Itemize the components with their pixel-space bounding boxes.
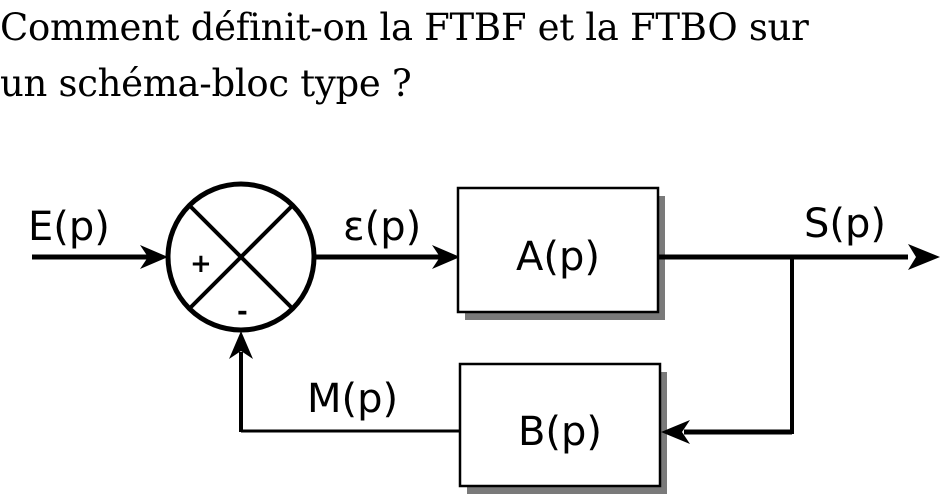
- comparator-cross-line-2: [187, 203, 295, 311]
- plus-sign: +: [190, 249, 212, 279]
- error-arrow-icon: [432, 245, 460, 269]
- minus-sign: -: [237, 297, 248, 327]
- feedback-block-label: B(p): [518, 409, 602, 455]
- measure-arrow-icon: [229, 331, 253, 359]
- feedback-arrow-icon: [661, 420, 690, 444]
- input-label: E(p): [28, 204, 110, 250]
- feedback-block: [458, 362, 662, 488]
- error-label: ε(p): [343, 204, 421, 250]
- output-arrow-icon: [908, 244, 940, 270]
- question-line-1: Comment définit-on la FTBF et la FTBO su…: [0, 6, 809, 49]
- forward-block: [456, 186, 660, 314]
- measure-label: M(p): [307, 376, 398, 422]
- forward-block-label: A(p): [516, 234, 600, 280]
- question-text: Comment définit-on la FTBF et la FTBO su…: [0, 0, 944, 112]
- output-label: S(p): [804, 201, 886, 247]
- question-line-2: un schéma-bloc type ?: [0, 62, 412, 105]
- input-arrow-icon: [140, 245, 168, 269]
